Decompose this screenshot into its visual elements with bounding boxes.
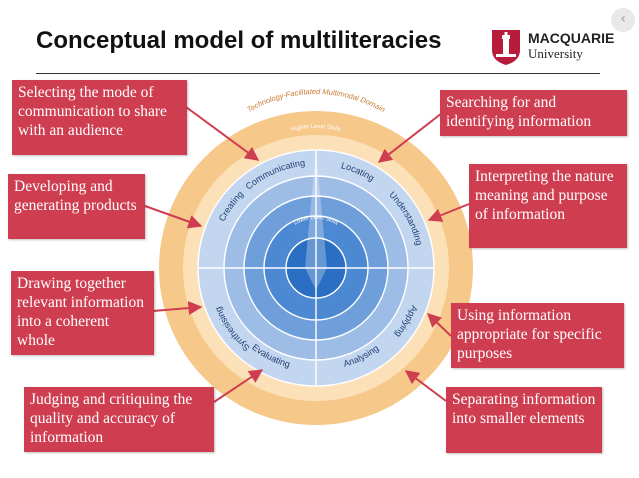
logo-name: MACQUARIE (528, 30, 615, 46)
arrow-communicating (185, 106, 260, 161)
arrow-creating (144, 205, 203, 229)
macquarie-logo: MACQUARIE University (490, 28, 614, 68)
arrow-synthesising (152, 301, 203, 316)
callout-communicating: Selecting the mode of communication to s… (12, 80, 187, 155)
arrow-analysing (404, 370, 447, 402)
callout-locating: Searching for and identifying informatio… (440, 90, 627, 136)
callout-understanding: Interpreting the nature meaning and purp… (469, 164, 627, 248)
chevron-left-icon[interactable]: ‹ (611, 8, 635, 32)
logo-subname: University (528, 46, 583, 61)
callout-creating: Developing and generating products (8, 174, 145, 239)
callout-applying: Using information appropriate for specif… (451, 303, 624, 368)
callout-arrows (144, 106, 470, 403)
arrow-locating (377, 112, 443, 163)
upward-indicator (305, 150, 327, 290)
arrow-understanding (427, 203, 470, 222)
slide-title: Conceptual model of multiliteracies (36, 27, 442, 54)
callout-evaluating: Judging and critiquing the quality and a… (24, 387, 214, 452)
arrow-applying (426, 313, 452, 337)
arrow-evaluating (213, 369, 264, 403)
callout-analysing: Separating information into smaller elem… (446, 387, 602, 453)
ring-dividers (197, 149, 435, 387)
callout-synthesising: Drawing together relevant information in… (11, 271, 154, 355)
title-divider (36, 73, 600, 74)
outer-ring-label: Technology-Facilitated Multimodal Domain (245, 87, 387, 114)
higher-level-label: Higher Level Skills (291, 124, 342, 133)
lower-level-label: Lower Level Skills (293, 215, 339, 227)
